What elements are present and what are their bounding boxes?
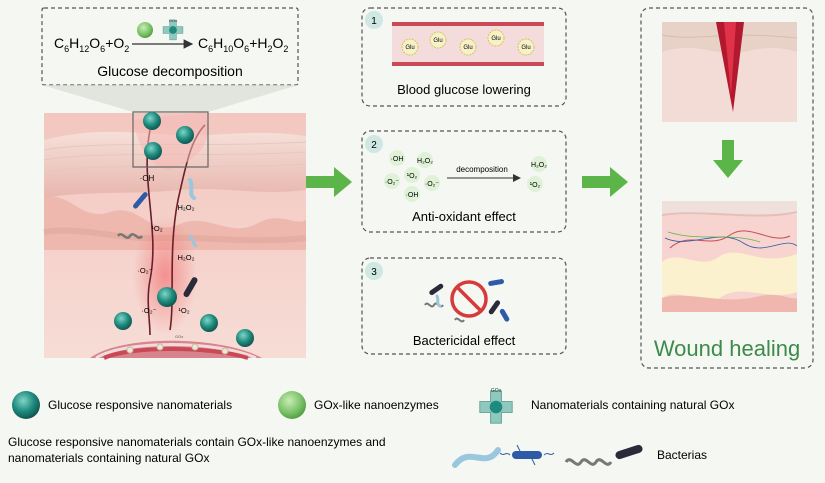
glu-3: Glu — [463, 45, 472, 51]
species-o2-a: ·O₂⁻ — [385, 179, 399, 186]
skin-cross-section: GOx ·OH H₂O₂ ¹O₂ ·O₂⁻ H₂O₂ ¹O₂ ·O₂⁻ — [43, 111, 307, 360]
glu-1: Glu — [405, 45, 414, 51]
effect-1-number: 1 — [371, 16, 377, 27]
arrow-down-healing — [713, 140, 743, 178]
gox-tag: GOx — [169, 18, 177, 23]
arrow-to-healing — [582, 167, 628, 197]
glu-2: Glu — [433, 38, 442, 44]
arrow-to-effects — [306, 167, 352, 197]
legend-natural-gox-icon — [479, 390, 513, 424]
wound-healing-panel: Wound healing — [640, 7, 814, 369]
legend-bacteria-rod-icon — [452, 447, 501, 468]
effect-box-1: 1 Glu Glu Glu Glu Glu Blood glucose lowe… — [361, 7, 567, 107]
equation-box: C6H12O6+O2 GOx C6H10O6+H2O2 Glucose deco… — [41, 7, 299, 86]
legend-responsive-label: Glucose responsive nanomaterials — [48, 398, 232, 412]
species-oh-b: ·OH — [406, 192, 419, 199]
legend-bacteria-flagellated-icon — [512, 451, 542, 459]
legend-gox-like-label: GOx-like nanoenzymes — [314, 398, 439, 412]
species-singlet: ¹O₂ — [407, 173, 418, 180]
gox-like-nanoenzyme-icon — [137, 22, 153, 38]
equation-lhs: C6H12O6+O2 — [54, 35, 129, 54]
label-singlet-b: ¹O₂ — [178, 306, 189, 315]
species-h2o2: H₂O₂ — [417, 158, 433, 165]
glu-5: Glu — [521, 45, 530, 51]
zoom-cone — [42, 85, 298, 112]
species-o2-b: ·O₂⁻ — [425, 181, 439, 188]
decomposition-label: decomposition — [456, 165, 508, 174]
label-h2o2-a: H₂O₂ — [177, 203, 194, 212]
no-bacteria-icon — [450, 280, 488, 318]
legend: Glucose responsive nanomaterials GOx-lik… — [8, 388, 734, 468]
legend-bacteria-spiral-icon — [564, 458, 613, 466]
product-singlet: ¹O₂ — [530, 182, 541, 189]
glucose-decomposition-caption: Glucose decomposition — [97, 63, 243, 79]
legend-gox-tag-top: GOx — [491, 388, 502, 394]
label-h2o2-b: H₂O₂ — [177, 253, 194, 262]
legend-responsive-icon — [12, 391, 40, 419]
vessel-gox-tag: GOx — [175, 334, 183, 339]
legend-natural-gox-label: Nanomaterials containing natural GOx — [531, 398, 734, 412]
legend-bacterias-label: Bacterias — [657, 448, 707, 462]
label-o2-c: ·O₂⁻ — [141, 306, 156, 315]
effect-3-number: 3 — [371, 267, 377, 278]
effect-box-2: 2 ·OH H₂O₂ ·O₂⁻ ¹O₂ ·O₂⁻ ·OH decompositi… — [361, 130, 567, 233]
legend-note-line1: Glucose responsive nanomaterials contain… — [8, 435, 386, 449]
product-h2o2: H₂O₂ — [531, 162, 547, 169]
species-oh-a: ·OH — [391, 156, 404, 163]
effect-1-title: Blood glucose lowering — [397, 82, 531, 97]
label-o2-a: ·O₂⁻ — [137, 266, 152, 275]
legend-note-line2: nanomaterials containing natural GOx — [8, 451, 209, 465]
glu-4: Glu — [491, 36, 500, 42]
equation-rhs: C6H10O6+H2O2 — [198, 35, 288, 54]
effect-2-number: 2 — [371, 140, 377, 151]
legend-bacteria-dark-icon — [615, 444, 643, 460]
label-oh: ·OH — [140, 174, 155, 183]
effect-3-title: Bactericidal effect — [413, 333, 516, 348]
wound-healing-title: Wound healing — [654, 336, 800, 361]
label-singlet-a: ¹O₂ — [151, 224, 162, 233]
effect-box-3: 3 Bactericidal effect — [361, 257, 567, 355]
legend-gox-like-icon — [278, 391, 306, 419]
effect-2-title: Anti-oxidant effect — [412, 209, 516, 224]
